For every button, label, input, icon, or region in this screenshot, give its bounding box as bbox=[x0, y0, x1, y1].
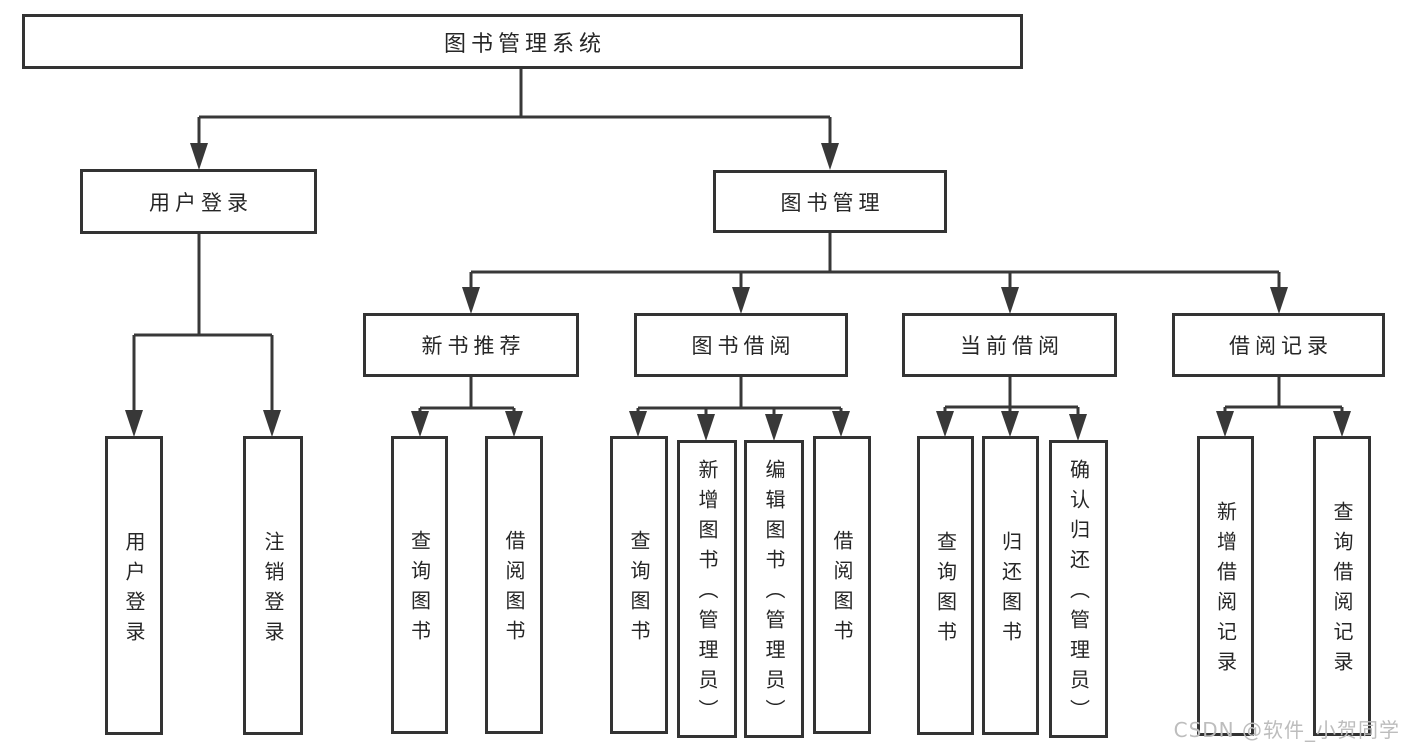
node-label: 用户登录 bbox=[149, 190, 253, 215]
leaf-current-query-books: 查询图书 bbox=[917, 436, 974, 735]
node-label: 查询图书 bbox=[407, 530, 432, 650]
leaf-logout: 注销登录 bbox=[243, 436, 303, 735]
node-label: 借阅图书 bbox=[502, 530, 526, 650]
node-current-borrow: 当前借阅 bbox=[902, 313, 1117, 377]
node-label: 查询借阅记录 bbox=[1330, 501, 1354, 681]
node-label: 编辑图书（管理员） bbox=[762, 459, 786, 729]
node-label: 确认归还（管理员） bbox=[1066, 459, 1091, 729]
leaf-records-add-record: 新增借阅记录 bbox=[1197, 436, 1254, 736]
leaf-current-confirm-return-admin: 确认归还（管理员） bbox=[1049, 440, 1108, 738]
leaf-borrow-add-books-admin: 新增图书（管理员） bbox=[677, 440, 737, 738]
node-label: 图书管理 bbox=[780, 190, 885, 215]
node-label: 注销登录 bbox=[261, 530, 285, 651]
node-label: 新书推荐 bbox=[421, 334, 526, 358]
leaf-borrow-query-books: 查询图书 bbox=[610, 436, 668, 734]
node-label: 查询图书 bbox=[627, 530, 651, 650]
leaf-user-login: 用户登录 bbox=[105, 436, 163, 735]
node-library-management-system: 图书管理系统 bbox=[22, 14, 1023, 69]
node-label: 用户登录 bbox=[122, 530, 146, 651]
leaf-newbooks-borrow-books: 借阅图书 bbox=[485, 436, 543, 734]
leaf-newbooks-query-books: 查询图书 bbox=[391, 436, 448, 734]
node-book-management: 图书管理 bbox=[713, 170, 947, 233]
node-label: 归还图书 bbox=[998, 530, 1023, 651]
node-label: 新增图书（管理员） bbox=[695, 459, 719, 729]
leaf-current-return-books: 归还图书 bbox=[982, 436, 1039, 735]
arrowheads bbox=[125, 143, 1351, 441]
node-label: 图书借阅 bbox=[691, 334, 796, 358]
csdn-watermark: CSDN @软件_小贺同学 bbox=[1173, 718, 1400, 742]
node-label: 查询图书 bbox=[933, 530, 958, 651]
node-label: 借阅记录 bbox=[1229, 334, 1333, 358]
leaf-borrow-borrow-books: 借阅图书 bbox=[813, 436, 871, 734]
node-label: 图书管理系统 bbox=[443, 31, 606, 57]
node-label: 当前借阅 bbox=[960, 334, 1064, 358]
node-label: 借阅图书 bbox=[830, 530, 854, 650]
leaf-borrow-edit-books-admin: 编辑图书（管理员） bbox=[744, 440, 804, 738]
node-label: 新增借阅记录 bbox=[1213, 501, 1238, 681]
node-book-borrow: 图书借阅 bbox=[634, 313, 848, 377]
node-borrow-records: 借阅记录 bbox=[1172, 313, 1385, 377]
node-user-login: 用户登录 bbox=[80, 169, 317, 234]
node-new-book-recommend: 新书推荐 bbox=[363, 313, 579, 377]
leaf-records-query-record: 查询借阅记录 bbox=[1313, 436, 1371, 736]
